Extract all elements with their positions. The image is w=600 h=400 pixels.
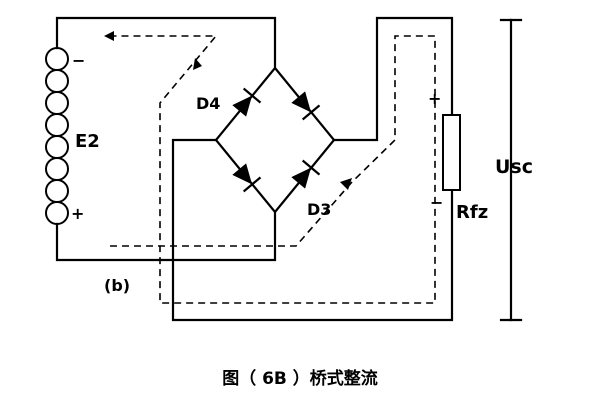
- diode-lower-left: [232, 163, 262, 193]
- current-path-dashed: [104, 31, 436, 304]
- coil-plus-label: +: [71, 204, 84, 223]
- transformer-coil: [45, 47, 69, 225]
- diode-d4: [232, 87, 262, 117]
- figure-caption: 图（ 6B ）桥式整流: [222, 368, 378, 389]
- load-plus-label: +: [428, 89, 441, 108]
- circuit-wires: [55, 16, 523, 322]
- diode-d4-label: D4: [196, 94, 220, 113]
- diode-upper-right: [291, 91, 321, 121]
- diode-d3-label: D3: [307, 200, 331, 219]
- load-resistor: [442, 114, 461, 191]
- arrow-up-icon: [340, 178, 352, 190]
- output-voltage-label: Usc: [495, 156, 533, 178]
- subfigure-label: (b): [104, 276, 130, 295]
- load-label: Rfz: [456, 202, 488, 223]
- diode-d3: [291, 159, 321, 189]
- load-minus-label: −: [430, 193, 443, 212]
- transformer-label: E2: [75, 131, 100, 152]
- coil-minus-label: −: [72, 51, 85, 70]
- arrow-left-icon: [104, 31, 114, 41]
- arrow-up-icon: [193, 58, 202, 70]
